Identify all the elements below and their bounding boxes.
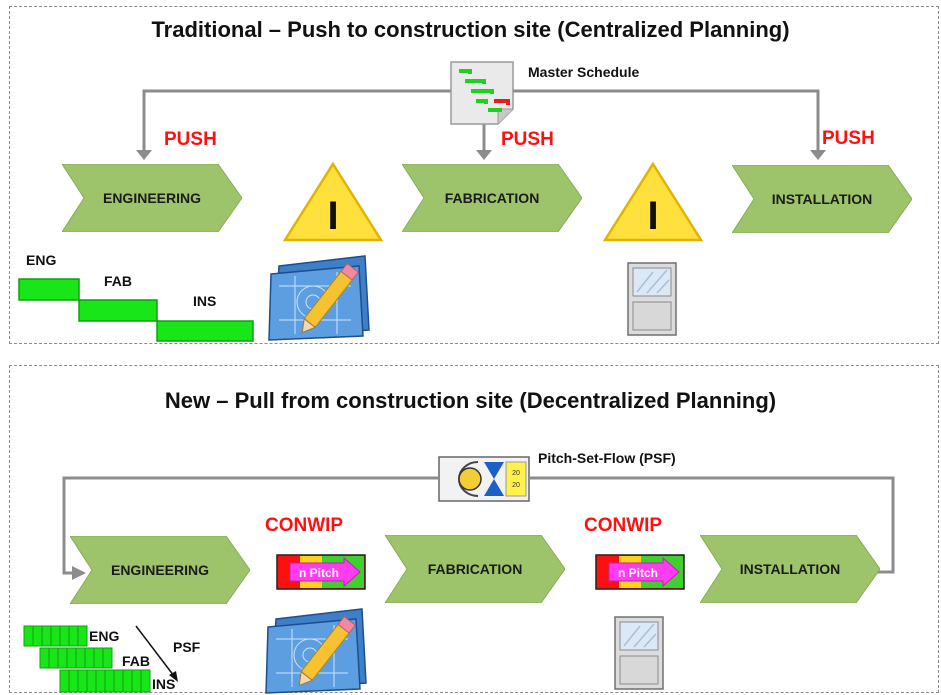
process-fabrication: FABRICATION — [385, 535, 565, 603]
psf-loop-arrow — [62, 476, 895, 580]
new-panel — [9, 365, 939, 693]
warning-triangle-icon: I — [602, 161, 704, 242]
process-installation: INSTALLATION — [700, 535, 880, 603]
timeline-ins: INS — [152, 676, 176, 692]
process-label: FABRICATION — [427, 561, 523, 577]
timeline-ins: INS — [193, 293, 217, 309]
conwip-label-1: CONWIP — [265, 515, 344, 536]
timeline-fab: FAB — [122, 653, 150, 669]
process-label: INSTALLATION — [739, 561, 841, 577]
timeline-eng: ENG — [26, 252, 57, 268]
blueprint-pencil-icon — [268, 255, 370, 341]
process-installation: INSTALLATION — [732, 165, 912, 233]
psf-arrow-label: PSF — [173, 639, 201, 655]
gantt-chart-icon — [450, 61, 514, 125]
timeline-fab: FAB — [104, 273, 132, 289]
push-label-fabrication: PUSH — [501, 129, 554, 150]
push-label-installation: PUSH — [822, 128, 875, 149]
window-icon — [627, 262, 677, 336]
svg-text:n Pitch: n Pitch — [618, 566, 658, 580]
process-fabrication: FABRICATION — [402, 164, 582, 232]
svg-text:n Pitch: n Pitch — [299, 566, 339, 580]
pitch-board-icon: 20 20 — [438, 456, 530, 502]
process-engineering: ENGINEERING — [62, 164, 242, 232]
sequential-timeline — [18, 278, 254, 342]
master-schedule-label: Master Schedule — [528, 64, 640, 80]
svg-text:20: 20 — [512, 482, 520, 489]
process-engineering: ENGINEERING — [70, 536, 250, 604]
conwip-signal-icon: n Pitch — [276, 554, 366, 590]
conwip-signal-icon: n Pitch — [595, 554, 685, 590]
process-label: ENGINEERING — [102, 190, 201, 206]
process-label: INSTALLATION — [771, 191, 873, 207]
process-label: ENGINEERING — [110, 562, 209, 578]
push-label-engineering: PUSH — [164, 129, 217, 150]
traditional-title: Traditional – Push to construction site … — [151, 17, 790, 42]
overlapping-timeline — [23, 625, 178, 693]
conwip-label-2: CONWIP — [584, 515, 663, 536]
svg-text:20: 20 — [512, 470, 520, 477]
psf-label: Pitch-Set-Flow (PSF) — [538, 450, 676, 466]
traditional-panel — [9, 6, 939, 344]
warning-triangle-icon: I — [282, 161, 384, 242]
process-label: FABRICATION — [444, 190, 540, 206]
blueprint-pencil-icon — [265, 608, 367, 694]
inventory-glyph: I — [327, 194, 338, 238]
master-schedule-arrows — [136, 89, 826, 160]
window-icon — [614, 616, 664, 690]
new-title: New – Pull from construction site (Decen… — [164, 388, 777, 413]
timeline-eng: ENG — [89, 628, 120, 644]
inventory-glyph: I — [647, 194, 658, 238]
